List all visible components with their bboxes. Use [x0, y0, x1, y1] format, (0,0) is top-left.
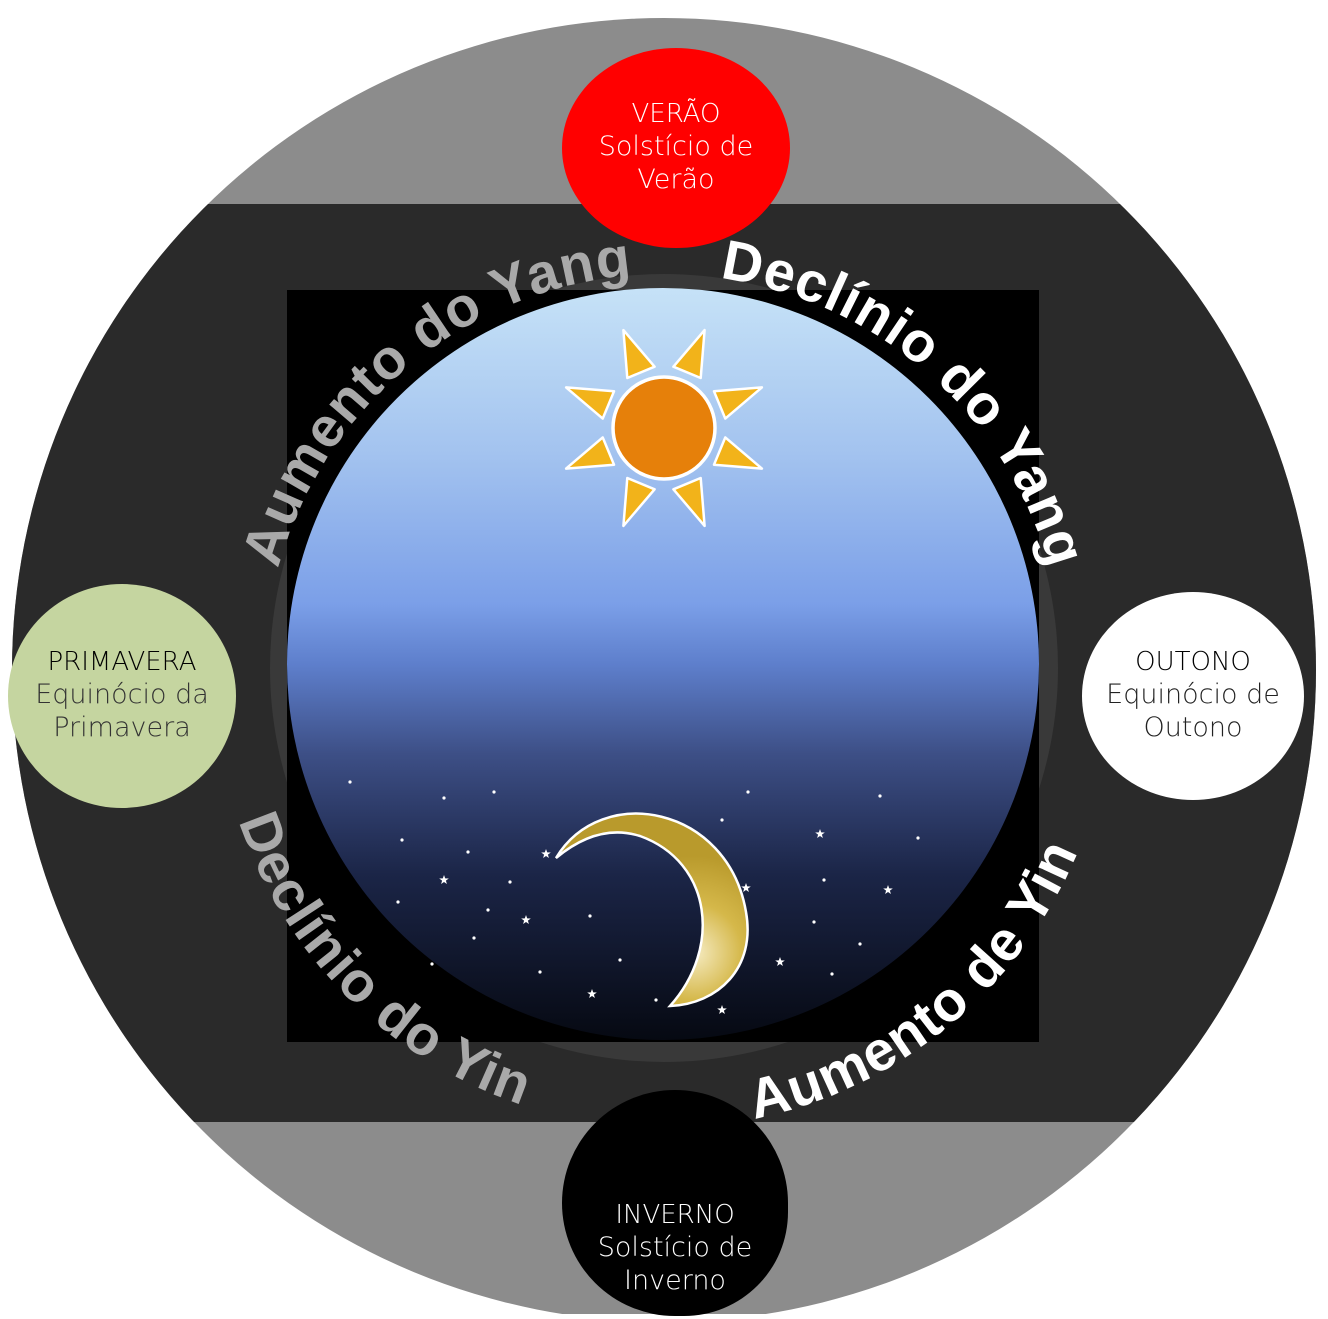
star-icon: [472, 936, 476, 940]
star-icon: [538, 970, 542, 974]
star-field: [348, 780, 920, 1014]
season-spring-title: PRIMAVERA: [47, 647, 197, 678]
sun-ray: [622, 328, 656, 380]
star-icon: [618, 958, 622, 962]
star-icon: [400, 838, 404, 842]
star-icon: [812, 920, 816, 924]
season-spring: PRIMAVERA Equinócio da Primavera: [8, 584, 236, 808]
star-icon: [720, 818, 724, 822]
star-icon: [822, 878, 826, 882]
season-winter-line2: Inverno: [624, 1265, 726, 1297]
star-icon: [348, 780, 352, 784]
star-icon: [466, 850, 470, 854]
star-icon: [815, 829, 825, 838]
sky-disc: [287, 288, 1039, 1040]
star-icon: [858, 942, 862, 946]
season-autumn-line1: Equinócio de: [1106, 678, 1280, 710]
season-winter-line1: Solstício de: [597, 1232, 753, 1264]
star-icon: [587, 989, 597, 998]
season-summer-title: VERÃO: [631, 99, 721, 130]
star-icon: [442, 796, 446, 800]
star-icon: [878, 794, 882, 798]
moon-icon: [554, 812, 749, 1008]
star-icon: [775, 957, 785, 966]
sun-ray: [712, 386, 764, 420]
season-winter: INVERNO Solstício de Inverno: [562, 1090, 788, 1316]
star-icon: [439, 875, 449, 884]
star-icon: [486, 908, 490, 912]
sun-ray: [712, 436, 764, 470]
star-icon: [588, 914, 592, 918]
star-icon: [508, 880, 512, 884]
star-icon: [430, 962, 434, 966]
season-summer-line2: Verão: [637, 163, 715, 195]
sun-ray: [622, 476, 656, 528]
sun-ray: [672, 476, 706, 528]
season-winter-title: INVERNO: [615, 1200, 735, 1231]
star-icon: [746, 790, 750, 794]
season-autumn: OUTONO Equinócio de Outono: [1082, 592, 1304, 800]
star-icon: [541, 849, 551, 858]
star-icon: [521, 915, 531, 924]
season-summer: VERÃO Solstício de Verão: [562, 48, 790, 248]
star-icon: [830, 972, 834, 976]
sun-ray: [564, 386, 616, 420]
star-icon: [492, 790, 496, 794]
star-icon: [396, 900, 400, 904]
sun-ray: [672, 328, 706, 380]
star-icon: [916, 836, 920, 840]
season-spring-line1: Equinócio da: [35, 678, 209, 710]
sun-icon: [564, 328, 764, 528]
star-icon: [741, 883, 751, 892]
season-summer-line1: Solstício de: [598, 130, 754, 162]
season-autumn-title: OUTONO: [1135, 647, 1251, 678]
season-spring-line2: Primavera: [53, 711, 191, 743]
star-icon: [717, 1005, 727, 1014]
star-icon: [654, 998, 658, 1002]
season-autumn-line2: Outono: [1143, 711, 1243, 743]
star-icon: [883, 885, 893, 894]
sun-ray: [564, 436, 616, 470]
